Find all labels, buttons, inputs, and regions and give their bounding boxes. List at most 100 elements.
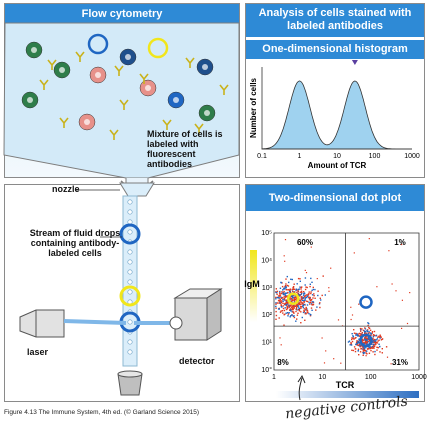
dot — [293, 291, 295, 293]
dot — [374, 340, 376, 342]
dot — [305, 300, 308, 302]
dot — [275, 318, 277, 320]
dot — [276, 302, 279, 304]
dot — [365, 352, 367, 354]
dot — [284, 285, 287, 287]
dot — [285, 301, 288, 304]
dot — [352, 349, 355, 352]
dot — [371, 347, 373, 349]
dot — [299, 299, 302, 302]
dot — [307, 311, 309, 313]
dot — [296, 309, 298, 311]
dot — [310, 277, 312, 280]
dot — [362, 354, 364, 356]
dot — [284, 292, 287, 294]
dot — [292, 288, 294, 291]
dot — [285, 292, 287, 294]
dot — [368, 352, 371, 354]
dot — [304, 295, 307, 297]
dot — [300, 322, 302, 324]
dot — [358, 354, 360, 356]
dot — [281, 285, 284, 288]
histogram-title: One-dimensional histogram — [246, 40, 424, 59]
dot — [275, 302, 277, 304]
dot — [292, 297, 294, 299]
dot — [298, 308, 301, 310]
dot — [368, 238, 370, 240]
dot — [379, 335, 382, 338]
dot — [300, 307, 302, 309]
dot — [352, 336, 355, 338]
dot — [286, 303, 288, 305]
dot-plot-y-tick: 10° — [261, 366, 272, 374]
dot — [293, 283, 295, 285]
dot — [309, 315, 312, 317]
dot — [286, 312, 289, 314]
dot — [305, 307, 307, 309]
dot — [285, 304, 287, 306]
dot — [357, 340, 359, 343]
dot-plot-title: Two-dimensional dot plot — [246, 185, 424, 211]
droplet — [127, 269, 133, 275]
dot — [303, 295, 306, 298]
dot — [283, 297, 286, 300]
dot — [356, 333, 358, 335]
dot — [371, 332, 373, 334]
dot — [294, 298, 296, 301]
dot — [279, 302, 281, 304]
dot — [308, 312, 310, 315]
dot — [379, 337, 381, 339]
dot — [353, 329, 355, 331]
dot — [374, 340, 377, 343]
dot — [286, 275, 288, 278]
dot — [381, 338, 384, 340]
dot — [290, 278, 292, 280]
dot — [278, 294, 281, 296]
dot — [368, 347, 371, 349]
dot — [287, 291, 289, 294]
dot — [288, 312, 290, 314]
dot — [300, 293, 302, 296]
dot — [310, 307, 313, 309]
dot — [294, 298, 297, 301]
dot — [355, 332, 357, 335]
dot — [305, 286, 307, 288]
dot — [284, 313, 286, 315]
dot-plot-x-tick: 1000 — [411, 374, 427, 381]
dot — [309, 285, 311, 288]
dot — [285, 278, 287, 280]
dot — [367, 322, 369, 324]
dot — [395, 290, 397, 292]
histogram-x-tick: 1 — [298, 153, 302, 160]
dot — [356, 341, 358, 343]
dot — [348, 340, 351, 342]
dot — [283, 290, 285, 293]
dot — [351, 349, 353, 351]
dot — [289, 299, 291, 301]
dot — [364, 338, 366, 340]
dot — [364, 340, 367, 342]
dot — [365, 341, 367, 343]
dot — [288, 289, 291, 291]
dot — [296, 304, 299, 306]
dot — [361, 328, 363, 330]
dot — [365, 347, 367, 349]
dot — [401, 327, 403, 329]
droplet — [127, 319, 133, 325]
histogram-x-tick: 0.1 — [257, 153, 267, 160]
droplet — [127, 339, 133, 345]
antibody-icon — [75, 51, 85, 62]
dot — [293, 288, 296, 290]
dot — [287, 302, 290, 304]
dot — [330, 267, 332, 269]
dot — [286, 299, 288, 302]
dot — [369, 329, 372, 331]
histogram-area — [261, 80, 412, 150]
dot — [353, 346, 356, 348]
dot — [310, 292, 312, 295]
dot — [282, 307, 285, 310]
dot — [295, 320, 297, 322]
cell-nucleus — [202, 64, 208, 70]
dot — [277, 296, 279, 299]
